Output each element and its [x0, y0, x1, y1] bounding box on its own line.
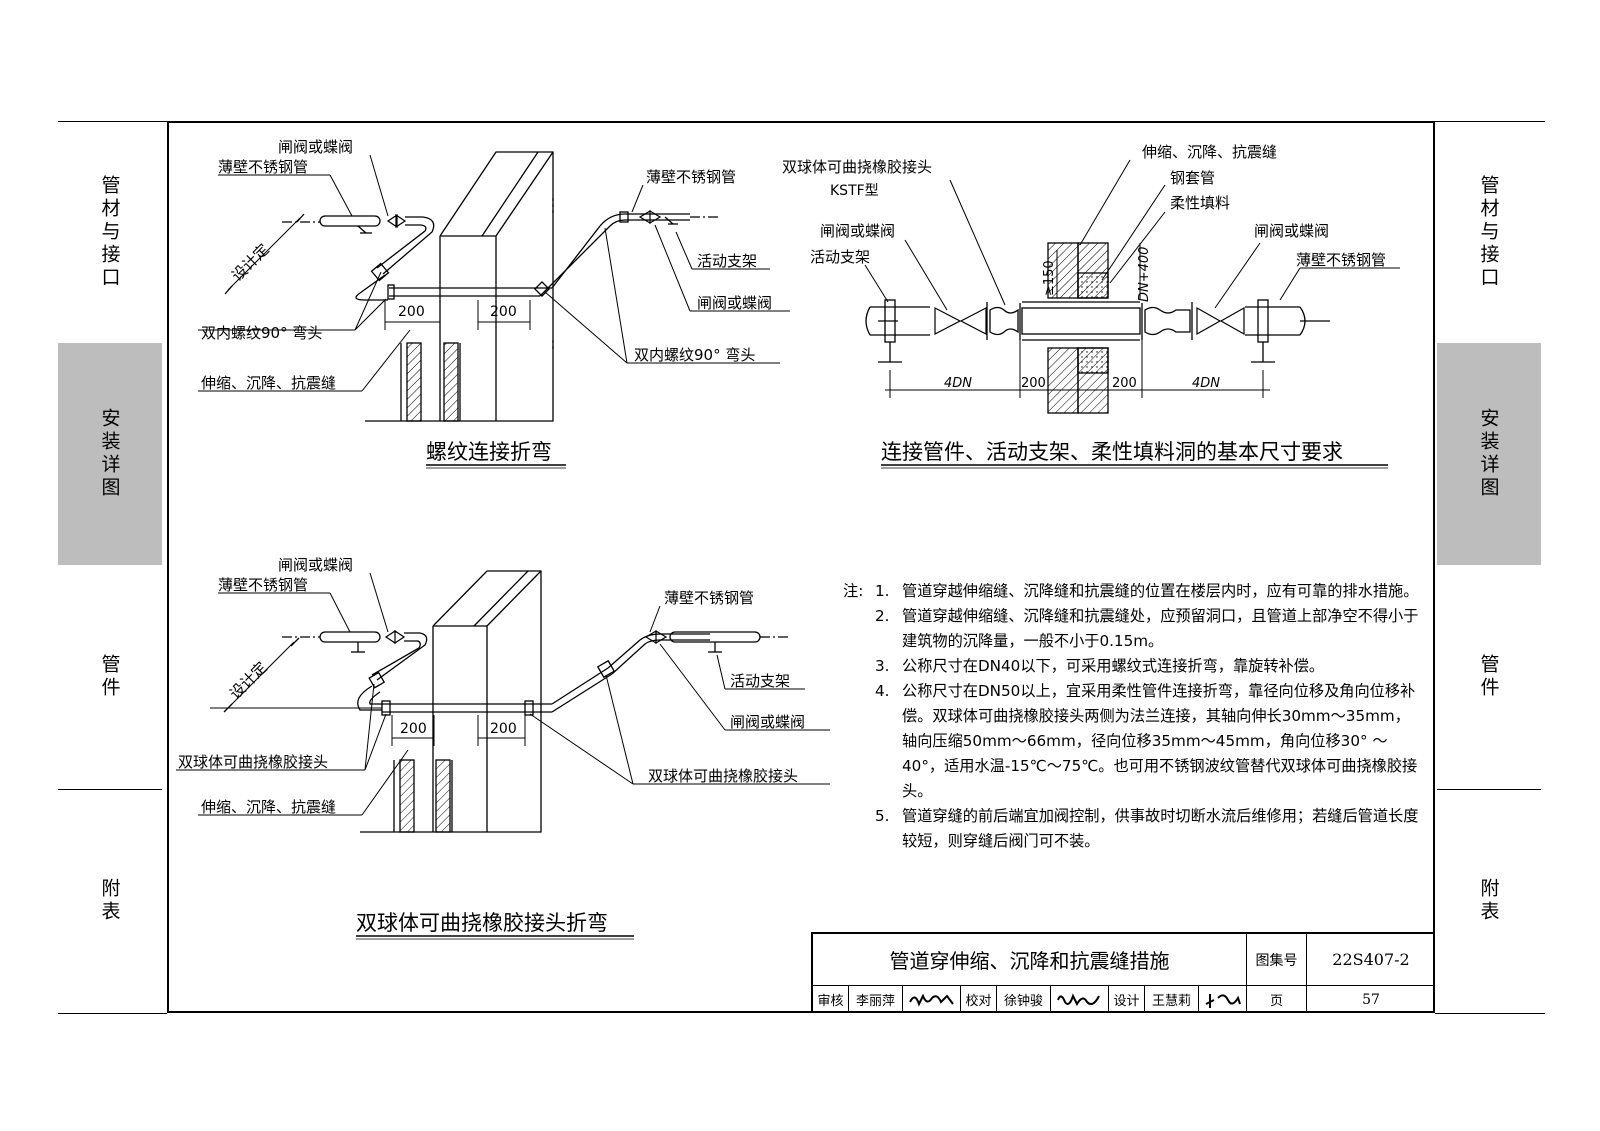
- pipe-rubber: [282, 629, 790, 716]
- caption-threaded: 螺纹连接折弯: [426, 440, 552, 464]
- d1-valve-tl: 闸阀或蝶阀: [278, 138, 353, 156]
- dims-200-2: [391, 715, 526, 746]
- d1-dim2: 200: [490, 304, 517, 320]
- side-tab-fittings-right[interactable]: 管件: [1437, 565, 1541, 790]
- side-tab-install[interactable]: 安装详图: [58, 343, 162, 565]
- d3-pipe-r: 薄壁不锈钢管: [664, 589, 754, 607]
- notes: 注: 1. 管道穿越伸缩缝、沉降缝和抗震缝的位置在楼层内时，应有可靠的排水措施。…: [843, 579, 1423, 854]
- d2-dim-4dn-r: 4DN: [1192, 376, 1220, 391]
- note-item: 2. 管道穿越伸缩缝、沉降缝和抗震缝处，应预留洞口，且管道上部净空不得小于建筑物…: [875, 607, 1419, 650]
- d3-design: 设计定: [226, 658, 271, 703]
- d2-valve-r: 闸阀或蝶阀: [1254, 222, 1329, 240]
- side-tab-tables-right[interactable]: 附表: [1477, 878, 1500, 924]
- title-block: 管道穿伸缩、沉降和抗震缝措施 图集号 22S407-2 审核 李丽萍 校对 徐钟…: [811, 932, 1435, 1013]
- pipe-threaded: [282, 209, 720, 301]
- reviewer-name: 李丽萍: [849, 986, 903, 1013]
- d3-valve-r: 闸阀或蝶阀: [730, 713, 805, 731]
- note-item: 4. 公称尺寸在DN50以上，宜采用柔性管件连接折弯，靠径向位移及角向位移补偿。…: [875, 682, 1418, 800]
- designer-signature-mark: [1205, 993, 1241, 1008]
- d1-dim1: 200: [398, 304, 425, 320]
- d2-sleeve: 钢套管: [1170, 169, 1215, 187]
- review-label: 审核: [813, 986, 849, 1013]
- d3-dim1: 200: [400, 721, 427, 737]
- bottom-rule-right: [1435, 1013, 1545, 1014]
- d2-joint: 伸缩、沉降、抗震缝: [1142, 143, 1277, 161]
- right-side-tabs: 管材与接口 安装详图 管件 附表: [1437, 121, 1541, 1013]
- drawing-title: 管道穿伸缩、沉降和抗震缝措施: [813, 934, 1247, 986]
- designer-signature: [1199, 986, 1247, 1013]
- note-item: 注: 1. 管道穿越伸缩缝、沉降缝和抗震缝的位置在楼层内时，应有可靠的排水措施。: [843, 579, 1423, 604]
- d1-support: 活动支架: [697, 252, 757, 270]
- atlas-number: 22S407-2: [1307, 934, 1435, 986]
- diagram-threaded-bend: 闸阀或蝶阀 薄壁不锈钢管 设计定 双内螺纹90° 弯头 伸缩、沉降、抗震缝 20…: [198, 138, 790, 422]
- bottom-rule-left: [58, 1013, 167, 1014]
- d3-dim2: 200: [490, 721, 517, 737]
- note-item: 3. 公称尺寸在DN40以下，可采用螺纹式连接折弯，靠旋转补偿。: [875, 657, 1325, 675]
- left-side-tabs: 管材与接口 安装详图 管件 附表: [58, 121, 162, 1013]
- d2-rubber: 双球体可曲挠橡胶接头: [782, 158, 932, 176]
- wall-pair: [365, 151, 554, 422]
- diagram-rubber-bend: 闸阀或蝶阀 薄壁不锈钢管 设计定 双球体可曲挠橡胶接头 伸缩、沉降、抗震缝 20…: [176, 556, 830, 833]
- side-tab-install-right[interactable]: 安装详图: [1437, 343, 1541, 565]
- d2-filler: 柔性填料: [1170, 194, 1230, 212]
- notes-prefix: 注:: [843, 582, 864, 600]
- leaders-d1: [198, 154, 790, 392]
- d3-support: 活动支架: [730, 672, 790, 690]
- d2-ge150: ≥150: [1042, 260, 1057, 296]
- d1-pipe-r: 薄壁不锈钢管: [646, 168, 736, 186]
- wall-pair-2: [360, 570, 542, 833]
- top-rule-left: [58, 121, 167, 122]
- dims-200: [384, 300, 531, 330]
- d2-kstf: KSTF型: [830, 183, 879, 199]
- d2-dim-4dn-l: 4DN: [944, 376, 972, 391]
- d3-rubber-r: 双球体可曲挠橡胶接头: [648, 767, 798, 785]
- design-label: 设计: [1109, 986, 1145, 1013]
- d3-pipe-tl: 薄壁不锈钢管: [218, 576, 308, 594]
- d3-rubber-l: 双球体可曲挠橡胶接头: [178, 753, 328, 771]
- checker-signature-mark: [1056, 992, 1100, 1006]
- diagram-section: 双球体可曲挠橡胶接头 KSTF型 伸缩、沉降、抗震缝 钢套管 柔性填料 闸阀或蝶…: [782, 143, 1400, 414]
- leaders-d3: [176, 572, 830, 816]
- d1-joint: 伸缩、沉降、抗震缝: [201, 374, 336, 392]
- side-tab-fittings[interactable]: 管件: [58, 565, 162, 790]
- checker-signature: [1051, 986, 1109, 1013]
- d3-joint: 伸缩、沉降、抗震缝: [201, 798, 336, 816]
- d1-design: 设计定: [228, 240, 273, 285]
- atlas-label: 图集号: [1247, 934, 1307, 986]
- note-item: 5. 管道穿缝的前后端宜加阀控制，供事故时切断水流后维修用；若缝后管道长度较短，…: [875, 807, 1419, 850]
- d1-elbow-l: 双内螺纹90° 弯头: [201, 324, 322, 342]
- d2-pipe-r: 薄壁不锈钢管: [1296, 251, 1386, 269]
- caption-section: 连接管件、活动支架、柔性填料洞的基本尺寸要求: [881, 440, 1343, 464]
- leaders-d2: [864, 159, 1400, 311]
- d2-dn400: DN+400: [1137, 247, 1152, 302]
- designer-name: 王慧莉: [1145, 986, 1199, 1013]
- d2-valve-l: 闸阀或蝶阀: [820, 222, 895, 240]
- reviewer-signature-mark: [908, 993, 954, 1007]
- page-label: 页: [1247, 986, 1307, 1013]
- reviewer-signature: [903, 986, 961, 1013]
- drawing-frame: [167, 121, 1435, 1013]
- d2-support: 活动支架: [810, 248, 870, 266]
- d3-valve-tl: 闸阀或蝶阀: [278, 556, 353, 574]
- d1-pipe-tl: 薄壁不锈钢管: [218, 158, 308, 176]
- page-number: 57: [1362, 991, 1380, 1008]
- check-label: 校对: [961, 986, 997, 1013]
- d2-dim-200-r: 200: [1112, 376, 1137, 391]
- top-rule-right: [1435, 121, 1545, 122]
- d1-elbow-r: 双内螺纹90° 弯头: [634, 346, 755, 364]
- d2-dims: [885, 243, 1270, 398]
- d2-dim-200-l: 200: [1021, 376, 1046, 391]
- side-tab-tables[interactable]: 附表: [98, 878, 121, 924]
- caption-rubber: 双球体可曲挠橡胶接头折弯: [356, 911, 608, 935]
- checker-name: 徐钟骏: [997, 986, 1051, 1013]
- d1-valve-r: 闸阀或蝶阀: [697, 294, 772, 312]
